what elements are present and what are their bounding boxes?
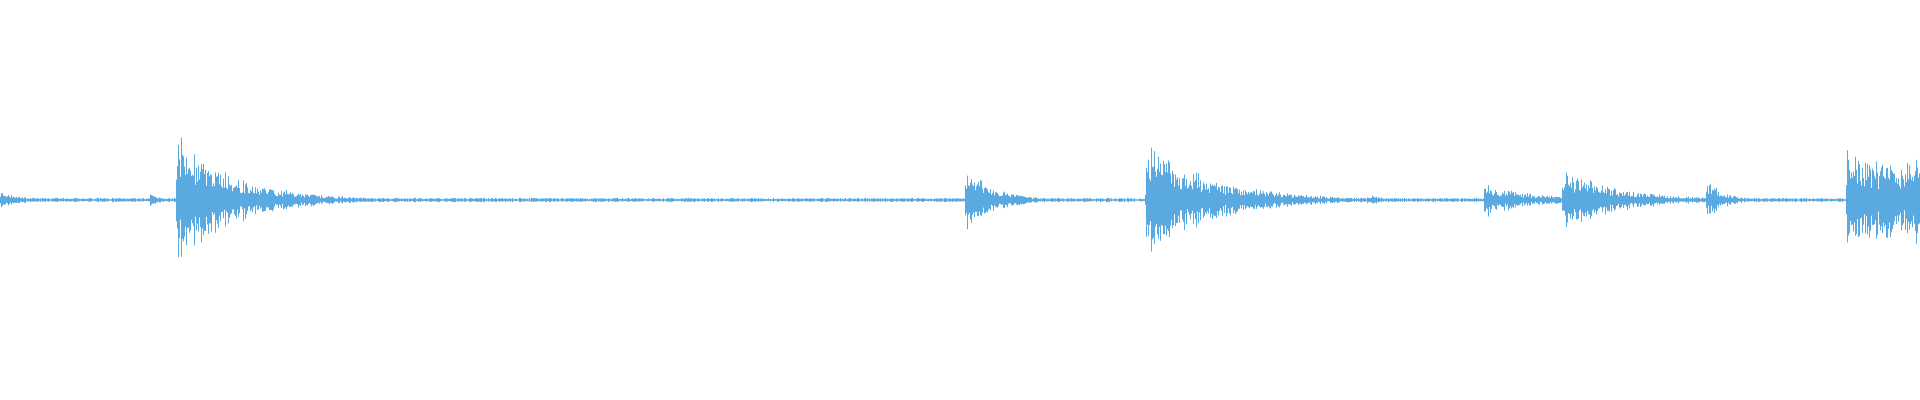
waveform-signal [0,137,1920,258]
